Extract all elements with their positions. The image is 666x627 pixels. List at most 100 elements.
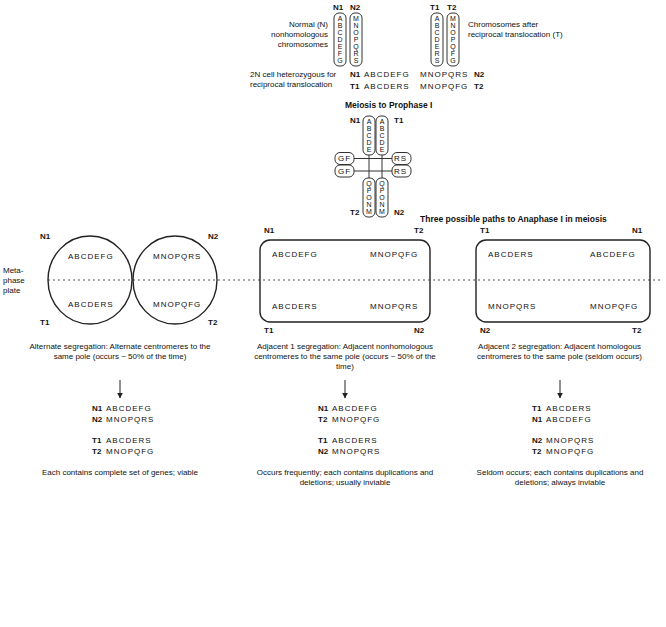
gene-sequence: MNOPQRS: [370, 302, 418, 312]
gene-sequence: MNOPQFG: [546, 447, 594, 457]
chromosome-name: T2: [350, 208, 359, 218]
chromosome-name: T1: [40, 318, 49, 328]
caption-text: Normal (N) nonhomologous chromosomes: [250, 20, 328, 50]
chromosome-name: N1: [350, 116, 360, 126]
gene-sequence: MNOPQRS: [153, 252, 201, 262]
chromosome-name: T1: [430, 3, 439, 13]
chromosome-name: T2: [532, 447, 541, 457]
metaphase-plate: [48, 280, 660, 281]
chromosome-name: N2: [208, 232, 218, 242]
chromosome-arm: [376, 116, 388, 155]
chromosome-name: T2: [208, 318, 217, 328]
gene-sequence: ABCDERS: [68, 300, 114, 310]
chromosome-name: N2: [318, 447, 328, 457]
gene-sequence: ABCDEFG: [590, 250, 636, 260]
gene-sequence: MNOPQRS: [488, 302, 536, 312]
step-arrow: [560, 380, 561, 398]
chromosome-arm: [335, 165, 354, 177]
chromosome-name: N2: [532, 436, 542, 446]
chromosome-name: T1: [394, 116, 403, 126]
gene-sequence: ABCDEFG: [364, 70, 410, 80]
gene-sequence: ABCDERS: [106, 436, 152, 446]
chromosome-name: N1: [333, 3, 343, 13]
chromosome: [334, 13, 346, 66]
gene-sequence: ABCDEFG: [332, 404, 378, 414]
chromosome-name: T1: [92, 436, 101, 446]
gene-sequence: MNOPQFG: [153, 300, 201, 310]
gene-sequence: ABCDEFG: [106, 404, 152, 414]
gene-column: ABCDERS: [433, 15, 441, 64]
caption-text: Occurs frequently; each contains duplica…: [250, 468, 440, 488]
caption-text: Alternate segregation: Alternate centrom…: [20, 342, 220, 362]
chromosome-name: T2: [92, 447, 101, 457]
pairing-line: [354, 171, 392, 172]
gene-sequence: MNOPQFG: [420, 82, 468, 92]
chromosome-name: N1: [318, 404, 328, 414]
gene-sequence: ABCDERS: [488, 250, 534, 260]
chromosome-name: N1: [264, 226, 274, 236]
gene-sequence: MNOPQFG: [370, 250, 418, 260]
step-arrows: [120, 380, 560, 398]
caption-text: Chromosomes after reciprocal translocati…: [468, 20, 563, 40]
gene-sequence: ABCDERS: [332, 436, 378, 446]
ring-loop: [48, 236, 132, 324]
caption-text: 2N cell heterozygous for reciprocal tran…: [250, 70, 342, 90]
gene-column: MNOPQRS: [352, 15, 360, 64]
gene-column: QPONM: [365, 180, 373, 215]
gene-sequence: ABCDEFG: [272, 250, 318, 260]
step-arrow: [120, 380, 121, 398]
caption-text: Each contains complete set of genes; via…: [30, 468, 210, 478]
chromosome-name: T2: [414, 226, 423, 236]
chromosome-name: T1: [264, 326, 273, 336]
chromosome: [350, 13, 362, 66]
chromosome-name: T1: [318, 436, 327, 446]
gene-sequence: RS: [394, 154, 407, 164]
chromosome: [447, 13, 459, 66]
chromosome-name: N1: [40, 232, 50, 242]
chromosome-name: N2: [394, 208, 404, 218]
gene-sequence: MNOPQFG: [590, 302, 638, 312]
chromosome-arm: [392, 165, 411, 177]
chromosome-name: N2: [350, 3, 360, 13]
chromosome-arm: [392, 153, 411, 165]
quadrivalent-outline: [260, 240, 430, 322]
chromosome-arm: [376, 178, 388, 217]
gene-sequence: GF: [338, 167, 351, 177]
chromosome-arm: [363, 116, 375, 155]
chromosome-name: T2: [318, 415, 327, 425]
gene-column: ABCDE: [365, 118, 373, 153]
chromosome-name: T2: [474, 82, 483, 92]
chromosome-arm: [363, 178, 375, 217]
gene-sequence: ABCDEFG: [546, 415, 592, 425]
gene-sequence: MNOPQRS: [420, 70, 468, 80]
chromosome-name: T1: [350, 82, 359, 92]
gene-column: MNOPQFG: [449, 15, 457, 64]
anaphase-figures: [48, 236, 650, 324]
gene-sequence: MNOPQRS: [106, 415, 154, 425]
gene-sequence: MNOPQRS: [546, 436, 594, 446]
caption-text: Adjacent 2 segregation: Adjacent homolog…: [462, 342, 657, 362]
gene-sequence: MNOPQFG: [332, 415, 380, 425]
chromosome-name: N2: [414, 326, 424, 336]
chromosome-name: T2: [632, 326, 641, 336]
gene-column: QPONM: [378, 180, 386, 215]
chromosome-name: T2: [447, 3, 456, 13]
ring-loop: [133, 236, 217, 324]
step-heading: Meiosis to Prophase I: [345, 100, 432, 110]
gene-column: ABCDE: [378, 118, 386, 153]
chromosome-name: T1: [480, 226, 489, 236]
chromosome-name: N1: [632, 226, 642, 236]
gene-sequence: ABCDERS: [272, 302, 318, 312]
chromosome: [431, 13, 443, 66]
caption-text: Adjacent 1 segregation: Adjacent nonhomo…: [245, 342, 445, 372]
gene-sequence: MNOPQRS: [332, 447, 380, 457]
chromosome-name: N2: [474, 70, 484, 80]
chromosome-name: N1: [532, 415, 542, 425]
gene-sequence: MNOPQFG: [106, 447, 154, 457]
chromosome-outlines: [334, 13, 459, 217]
gene-column: ABCDEFG: [336, 15, 344, 64]
chromosome-name: N1: [92, 404, 102, 414]
quadrivalent-outline: [476, 240, 650, 322]
